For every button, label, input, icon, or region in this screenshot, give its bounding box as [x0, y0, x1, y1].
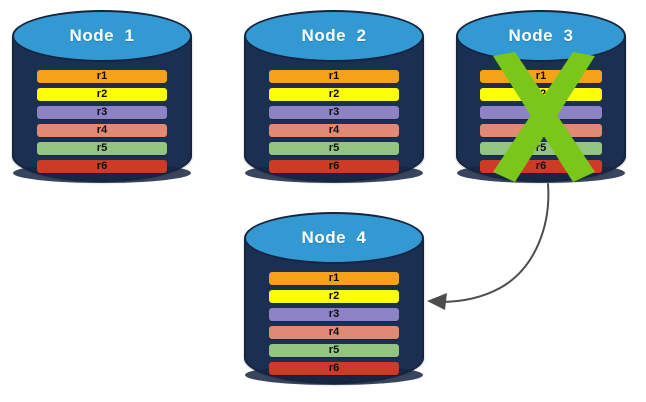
- record-bar[interactable]: r2: [269, 88, 399, 101]
- node-1-cylinder[interactable]: r1 r2 r3 r4 r5 r6 Node 1: [12, 10, 192, 183]
- node-2-cylinder[interactable]: r1 r2 r3 r4 r5 r6 Node 2: [244, 10, 424, 183]
- node-body: r1 r2 r3 r4 r5 r6 Node 3: [456, 10, 626, 183]
- record-bar[interactable]: r6: [269, 160, 399, 173]
- record-bar[interactable]: r4: [479, 124, 603, 137]
- record-bar[interactable]: r6: [269, 362, 399, 375]
- node-title: Node 1: [69, 26, 135, 45]
- record-bar[interactable]: r1: [479, 70, 603, 83]
- record-bar[interactable]: r6: [479, 160, 603, 173]
- record-bar[interactable]: r5: [479, 142, 603, 155]
- node-body: r1 r2 r3 r4 r5 r6 Node 1: [12, 10, 192, 183]
- record-bar[interactable]: r1: [37, 70, 167, 83]
- record-bar[interactable]: r3: [479, 106, 603, 119]
- record-bar[interactable]: r6: [37, 160, 167, 173]
- record-bar[interactable]: r1: [269, 272, 399, 285]
- node-body: r1 r2 r3 r4 r5 r6 Node 2: [244, 10, 424, 183]
- record-bar[interactable]: r2: [479, 88, 603, 101]
- record-bar[interactable]: r3: [269, 106, 399, 119]
- record-list: r1 r2 r3 r4 r5 r6: [269, 70, 399, 173]
- node-3-cylinder[interactable]: r1 r2 r3 r4 r5 r6 Node 3: [456, 10, 626, 183]
- record-bar[interactable]: r2: [269, 290, 399, 303]
- node-title: Node 3: [508, 26, 574, 45]
- record-bar[interactable]: r4: [37, 124, 167, 137]
- cylinder-top-ellipse: Node 1: [12, 10, 192, 62]
- record-bar[interactable]: r2: [37, 88, 167, 101]
- node-title: Node 4: [301, 228, 367, 247]
- record-bar[interactable]: r3: [37, 106, 167, 119]
- cylinder-top-ellipse: Node 2: [244, 10, 424, 62]
- node-body: r1 r2 r3 r4 r5 r6 Node 4: [244, 212, 424, 385]
- record-bar[interactable]: r5: [37, 142, 167, 155]
- record-bar[interactable]: r1: [269, 70, 399, 83]
- record-list: r1 r2 r3 r4 r5 r6: [479, 70, 603, 173]
- record-bar[interactable]: r3: [269, 308, 399, 321]
- record-bar[interactable]: r5: [269, 344, 399, 357]
- record-bar[interactable]: r5: [269, 142, 399, 155]
- record-list: r1 r2 r3 r4 r5 r6: [269, 272, 399, 375]
- node-4-cylinder[interactable]: r1 r2 r3 r4 r5 r6 Node 4: [244, 212, 424, 385]
- node-title: Node 2: [301, 26, 367, 45]
- cylinder-top-ellipse: Node 3: [456, 10, 626, 62]
- record-list: r1 r2 r3 r4 r5 r6: [37, 70, 167, 173]
- record-bar[interactable]: r4: [269, 326, 399, 339]
- record-bar[interactable]: r4: [269, 124, 399, 137]
- cylinder-top-ellipse: Node 4: [244, 212, 424, 264]
